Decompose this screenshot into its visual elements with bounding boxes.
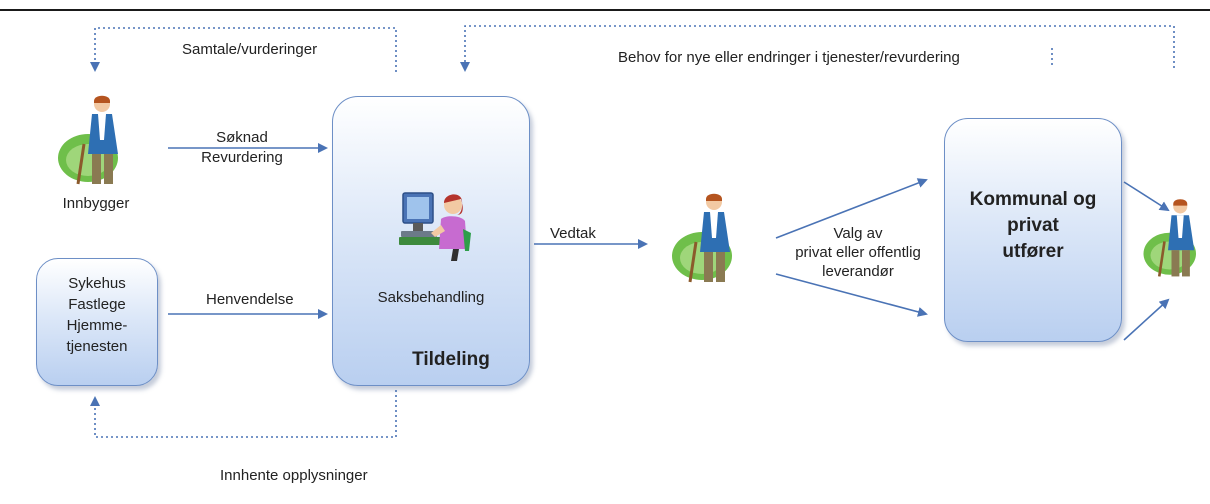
label-revurdering: Revurdering — [201, 149, 283, 166]
label-innbygger: Innbygger — [62, 195, 130, 212]
citizen-person-icon — [58, 95, 118, 185]
valg-arrow-down — [775, 273, 928, 317]
label-vedtak: Vedtak — [550, 225, 596, 242]
utforer-line-3: utfører — [1002, 241, 1064, 262]
utforer-line-1: Kommunal og — [969, 189, 1097, 210]
citizen-person-icon-right — [1143, 199, 1196, 277]
label-valg-3: leverandør — [822, 263, 894, 280]
tildeling-subtitle: Saksbehandling — [377, 289, 485, 306]
label-soknad: Søknad — [216, 129, 268, 146]
samtale-loop — [90, 27, 397, 72]
label-valg-2: privat eller offentlig — [795, 244, 921, 261]
label-innhente: Innhente opplysninger — [220, 467, 368, 484]
innhente-loop — [90, 390, 397, 438]
sources-line-2: Fastlege — [68, 296, 126, 313]
caseworker-icon — [399, 192, 471, 261]
utforer-arrow-down — [1123, 298, 1170, 341]
utforer-arrow-up — [1123, 181, 1170, 212]
label-behov: Behov for nye eller endringer i tjeneste… — [618, 49, 960, 66]
top-rule — [0, 9, 1210, 11]
label-valg-1: Valg av — [833, 225, 883, 242]
sources-line-1: Sykehus — [68, 275, 126, 292]
utforer-line-2: privat — [1007, 215, 1059, 236]
tildeling-box: Saksbehandling Tildeling — [332, 96, 530, 386]
citizen-person-icon-middle — [672, 193, 732, 283]
sources-line-3: Hjemme- — [66, 317, 128, 334]
tildeling-title: Tildeling — [412, 349, 490, 370]
valg-arrow-up — [775, 178, 928, 239]
label-samtale: Samtale/vurderinger — [182, 41, 318, 58]
sources-box: Sykehus Fastlege Hjemme- tjenesten — [36, 258, 158, 386]
behov-loop — [460, 25, 1175, 72]
sources-line-4: tjenesten — [66, 338, 128, 355]
label-henvendelse: Henvendelse — [206, 291, 294, 308]
utforer-box: Kommunal og privat utfører — [944, 118, 1122, 342]
